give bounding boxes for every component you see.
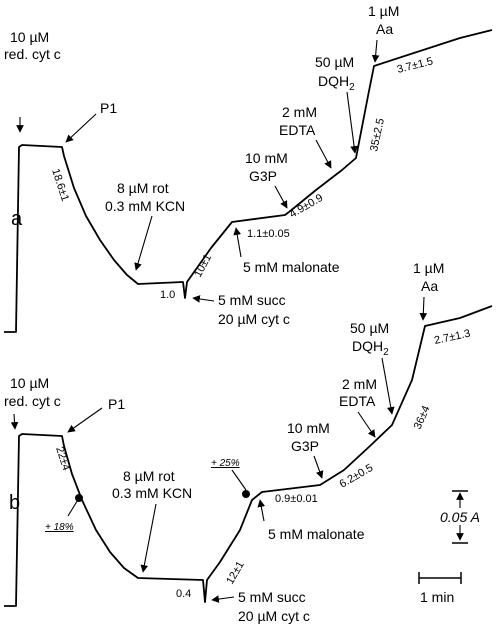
- time-scale-bar: 1 min: [418, 572, 462, 605]
- addition-g3p-a: 10 mM G3P: [245, 150, 292, 184]
- panel-label-b: b: [9, 492, 20, 514]
- arrow-dqh2-a: [346, 91, 358, 154]
- addition-succ-b: 5 mM succ 20 µM cyt c: [238, 589, 310, 624]
- arrow-g3p-b: [313, 455, 324, 479]
- addition-malonate-a: 5 mM malonate: [243, 259, 340, 275]
- trace-b: [4, 305, 493, 607]
- addition-aa-b: 1 µM Aa: [413, 260, 448, 294]
- rate-edta-b: 36±4: [412, 404, 433, 431]
- addition-succ-a: 5 mM succ 20 µM cyt c: [218, 292, 290, 327]
- addition-dqh2-a: DQH2: [318, 73, 355, 93]
- marker-leader-p1-b: [67, 497, 80, 517]
- rate-succ-b: 12±1: [224, 559, 247, 586]
- arrow-aa-b: [419, 296, 428, 321]
- arrow-g3p-a: [274, 185, 288, 209]
- rate-edta-a: 35±2.5: [368, 117, 387, 152]
- rate-g3p-a: 4.9±0.9: [288, 192, 326, 221]
- rate-aa-b: 2.7±1.3: [433, 328, 471, 347]
- addition-p1-b: P1: [108, 396, 125, 412]
- arrow-rot-b: [140, 503, 157, 573]
- addition-edta-b: 2 mM EDTA: [339, 376, 381, 409]
- arrow-edta-b: [357, 411, 376, 438]
- rate-malonate-b: 0.9±0.01: [275, 493, 318, 505]
- absorbance-scale-label: 0.05 A: [440, 509, 480, 525]
- arrow-p1-b: [67, 407, 103, 433]
- addition-cytc-a: 10 µM red. cyt c: [4, 29, 61, 62]
- addition-rot-b: 8 µM rot 0.3 mM KCN: [112, 468, 192, 501]
- arrow-edta-a: [315, 139, 332, 169]
- arrow-p1-a: [65, 113, 97, 143]
- marker-leader-succ-b: [231, 469, 247, 491]
- addition-dqh2-conc-a: 50 µM: [315, 54, 354, 70]
- addition-dqh2-b: DQH2: [352, 338, 389, 358]
- addition-g3p-b: 10 mM G3P: [287, 420, 334, 454]
- addition-edta-a: 2 mM EDTA: [279, 104, 321, 138]
- arrow-aa-a: [371, 39, 380, 63]
- arrow-succ-a: [192, 295, 215, 303]
- addition-aa-a: 1 µM Aa: [368, 3, 403, 37]
- rate-g3p-b: 6.2±0.5: [338, 462, 376, 491]
- addition-p1-a: P1: [100, 100, 117, 116]
- rate-rot-b: 0.4: [176, 588, 191, 600]
- rate-p1-a: 18.6±1: [49, 167, 71, 203]
- rate-succ-a: 10±1: [192, 252, 214, 279]
- note-p1-b: + 18%: [45, 522, 74, 533]
- trace-a: [4, 29, 493, 333]
- arrow-malonate-b: [257, 499, 266, 522]
- panel-label-a: a: [11, 208, 23, 230]
- rate-aa-a: 3.7±1.5: [396, 55, 434, 76]
- addition-cytc-b: 10 µM red. cyt c: [4, 375, 61, 409]
- arrow-dqh2-b: [381, 357, 395, 415]
- absorbance-scale-bar: 0.05 A: [440, 490, 480, 544]
- arrow-rot-a: [134, 215, 153, 271]
- marker-dot-succ-b: [242, 490, 250, 498]
- arrow-succ-b: [211, 595, 235, 603]
- rate-rot-a: 1.0: [160, 289, 175, 301]
- arrow-cytc-b: [10, 413, 19, 430]
- rate-malonate-a: 1.1±0.05: [247, 228, 290, 240]
- arrow-malonate-a: [233, 227, 242, 258]
- addition-dqh2-conc-b: 50 µM: [350, 320, 389, 336]
- panel-a: a 10 µM red. cyt c P1 18.6±1 8 µM rot 0.…: [4, 3, 493, 333]
- note-succ-b: + 25%: [211, 458, 240, 469]
- addition-malonate-b: 5 mM malonate: [268, 526, 365, 542]
- time-scale-label: 1 min: [420, 589, 454, 605]
- rate-p1-b: 22±4: [53, 445, 72, 472]
- addition-rot-a: 8 µM rot 0.3 mM KCN: [105, 180, 185, 214]
